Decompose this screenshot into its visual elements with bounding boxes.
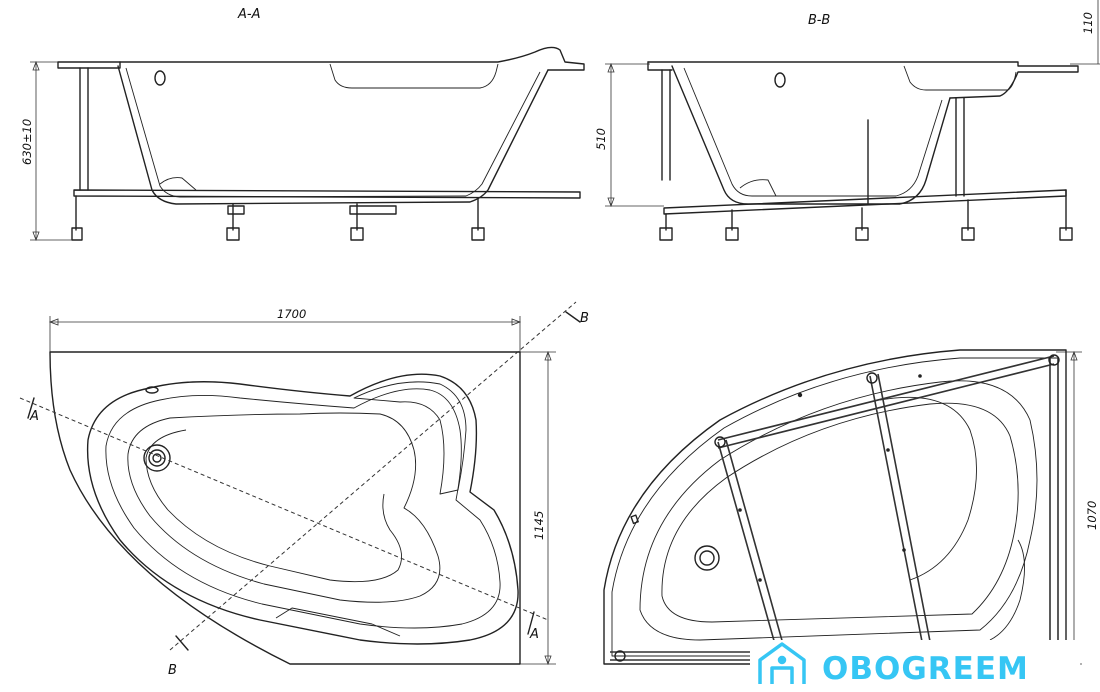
house-icon [758,642,806,684]
frame-bar-left [717,439,789,663]
plan-width-dim-text: 1145 [532,511,546,540]
plan-length-dim-text: 1700 [277,307,306,321]
aa-overflow-hole [154,70,166,86]
frame-drain [694,545,720,571]
bb-tub-body [671,65,951,205]
section-a-a-label: A-A [237,7,260,22]
cut-marker-a-right: A [529,627,539,642]
aa-left-rim [57,61,121,69]
frame-fastener-dots [738,374,922,582]
frame-bar-middle [869,373,935,663]
bb-feet [659,189,1073,241]
frame-width-dim-text: 1070 [1085,501,1099,530]
aa-height-dim-text: 630±10 [20,119,34,165]
frame-bar-top [717,355,1055,449]
frame-view: 1070 [603,349,1099,666]
bb-overflow-hole [774,72,786,88]
cut-line-b [169,301,577,651]
watermark: OBOGREEM [750,640,1080,692]
plan-outer-outline [49,351,521,665]
aa-tub-body [117,65,549,205]
section-b-b-label: B-B [808,13,830,28]
frame-bar-right [1049,358,1059,660]
cut-marker-b-top: B [580,311,589,326]
aa-feet [71,195,485,241]
plan-overflow [145,386,159,394]
plan-view: 1700 1145 A A B B [19,301,589,678]
cut-line-a [19,397,549,621]
cut-marker-b-bottom: B [168,663,177,678]
bb-rim-dim-text: 110 [1081,12,1095,34]
section-a-a: A-A 630±10 [20,7,585,242]
frame-outer-outline [603,349,1067,665]
bb-depth-dim-text: 510 [594,128,608,150]
plan-drain [143,444,171,472]
section-b-b: B-B 110 510 [594,0,1100,241]
watermark-text: OBOGREEM [822,651,1029,687]
plan-rim-outline [86,373,519,645]
cut-marker-a-left: A [29,409,39,424]
